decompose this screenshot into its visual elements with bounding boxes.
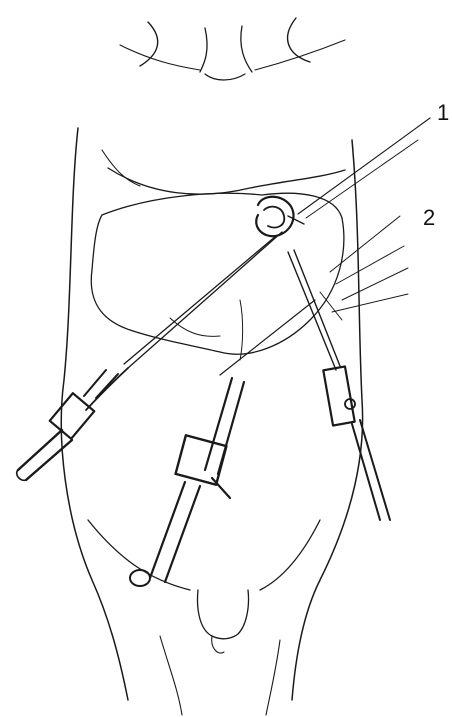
callout-label-1: 1	[437, 102, 449, 124]
lower-body-outline	[88, 520, 320, 715]
callout-leaders	[298, 118, 430, 320]
center-trocar	[130, 300, 315, 586]
right-port-instrument	[288, 250, 390, 520]
neck-outline	[120, 18, 345, 80]
left-port-instrument	[17, 232, 282, 480]
target-loop	[256, 197, 304, 236]
callout-label-2: 2	[423, 207, 435, 229]
